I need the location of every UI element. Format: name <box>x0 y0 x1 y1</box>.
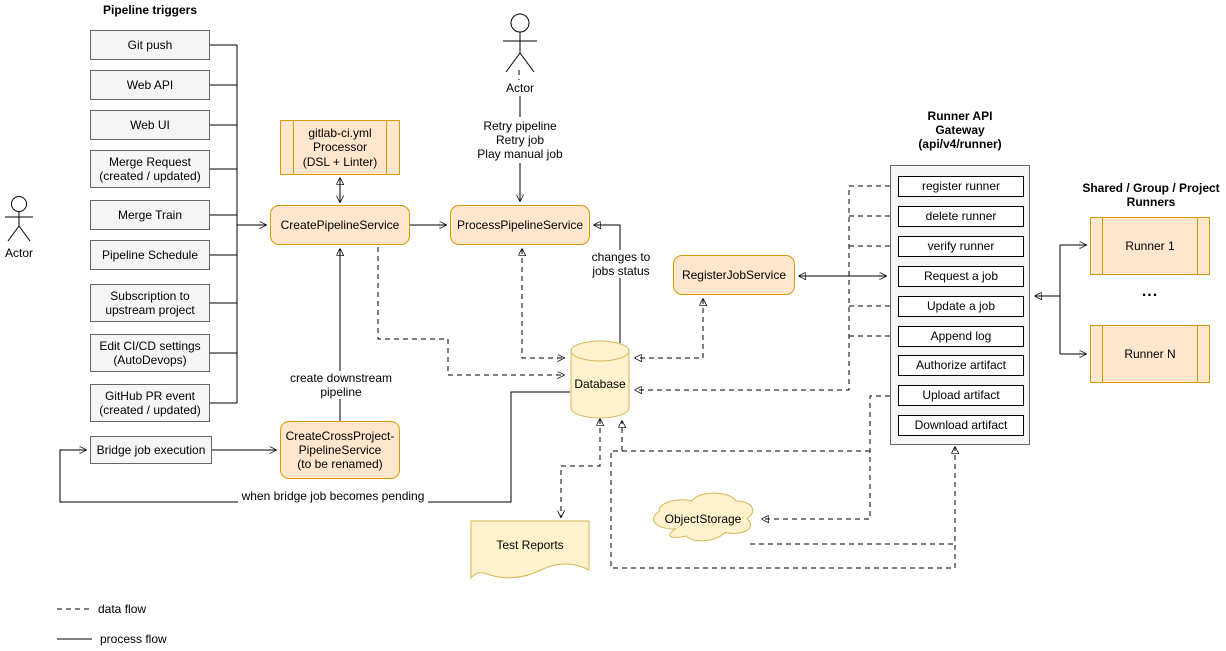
actor-top-figure <box>499 13 541 77</box>
actor-icon <box>5 196 33 242</box>
edge-create-pipeline-to-db <box>377 247 564 375</box>
runner-api-gateway-title: Runner API Gateway (api/v4/runner) <box>918 109 1002 152</box>
trigger-web-ui: Web UI <box>90 110 210 140</box>
actor-icon <box>503 13 537 73</box>
endpoint-upload-artifact: Upload artifact <box>898 385 1024 406</box>
endpoint-verify-runner: verify runner <box>898 236 1024 257</box>
annotation-retry-actions: Retry pipeline Retry job Play manual job <box>455 119 585 162</box>
trigger-github-pr-event: GitHub PR event (created / updated) <box>90 384 210 422</box>
annotation-create-downstream-pipeline: create downstream pipeline <box>282 371 400 400</box>
edge-process-pipeline-db <box>522 249 564 358</box>
test-reports: Test Reports <box>470 520 590 588</box>
database: Database <box>570 340 630 419</box>
trigger-pipeline-schedule: Pipeline Schedule <box>90 240 210 270</box>
trigger-web-api: Web API <box>90 70 210 100</box>
component-bar <box>1102 218 1103 274</box>
runner-1-label: Runner 1 <box>1125 238 1175 253</box>
document-icon <box>470 520 590 580</box>
database-cylinder-icon <box>570 340 630 419</box>
runner-1: Runner 1 <box>1090 217 1210 275</box>
endpoint-update-a-job: Update a job <box>898 296 1024 317</box>
trigger-subscription-upstream: Subscription to upstream project <box>90 284 210 322</box>
component-bar <box>1197 326 1198 382</box>
endpoint-download-artifact: Download artifact <box>898 415 1024 436</box>
annotation-changes-to-jobs-status: changes to jobs status <box>588 250 654 279</box>
create-cross-project-pipeline-service: CreateCrossProject- PipelineService (to … <box>280 421 400 479</box>
register-job-service: RegisterJobService <box>673 255 795 295</box>
endpoint-authorize-artifact: Authorize artifact <box>898 355 1024 376</box>
endpoint-request-a-job: Request a job <box>898 266 1024 287</box>
component-bar <box>293 121 294 174</box>
component-bar <box>386 121 387 174</box>
edge-upload-artifact-to-object-storage <box>762 395 890 519</box>
runner-n: Runner N <box>1090 325 1210 383</box>
trigger-merge-train: Merge Train <box>90 200 210 230</box>
edge-trigger-stubs <box>210 44 237 404</box>
trigger-git-push: Git push <box>90 30 210 60</box>
database-label: Database <box>574 377 626 391</box>
endpoint-append-log: Append log <box>898 326 1024 347</box>
component-bar <box>1102 326 1103 382</box>
trigger-merge-request: Merge Request (created / updated) <box>90 150 210 188</box>
runners-title: Shared / Group / Project Runners <box>1082 181 1220 210</box>
legend-process-flow-label: process flow <box>100 632 167 646</box>
actor-top-label: Actor <box>505 81 534 95</box>
legend-data-flow-label: data flow <box>98 602 147 616</box>
object-storage: ObjectStorage <box>648 487 758 557</box>
process-pipeline-service: ProcessPipelineService <box>450 205 590 245</box>
endpoint-delete-runner: delete runner <box>898 206 1024 227</box>
endpoint-register-runner: register runner <box>898 176 1024 197</box>
gitlab-ci-yml-processor: gitlab-ci.yml Processor (DSL + Linter) <box>280 120 400 175</box>
test-reports-label: Test Reports <box>496 538 564 552</box>
create-pipeline-service: CreatePipelineService <box>270 205 410 245</box>
edge-gateway-trunk-stubs <box>849 215 890 337</box>
edge-db-changes-to-process-pipeline <box>594 225 621 343</box>
edge-register-job-db <box>635 299 703 358</box>
annotation-when-bridge-job-pending: when bridge job becomes pending <box>238 489 428 504</box>
actor-left-label: Actor <box>4 246 33 260</box>
runner-n-label: Runner N <box>1124 346 1176 361</box>
gitlab-ci-yml-processor-label: gitlab-ci.yml Processor (DSL + Linter) <box>302 126 378 169</box>
trigger-bridge-job-execution: Bridge job execution <box>90 436 212 464</box>
runners-ellipsis: ... <box>1141 283 1159 300</box>
pipeline-triggers-title: Pipeline triggers <box>102 3 198 17</box>
actor-left-figure <box>1 196 37 246</box>
component-bar <box>1197 218 1198 274</box>
edge-db-test-reports <box>561 419 600 517</box>
object-storage-label: ObjectStorage <box>664 512 742 526</box>
trigger-edit-cicd-settings: Edit CI/CD settings (AutoDevops) <box>90 334 210 372</box>
